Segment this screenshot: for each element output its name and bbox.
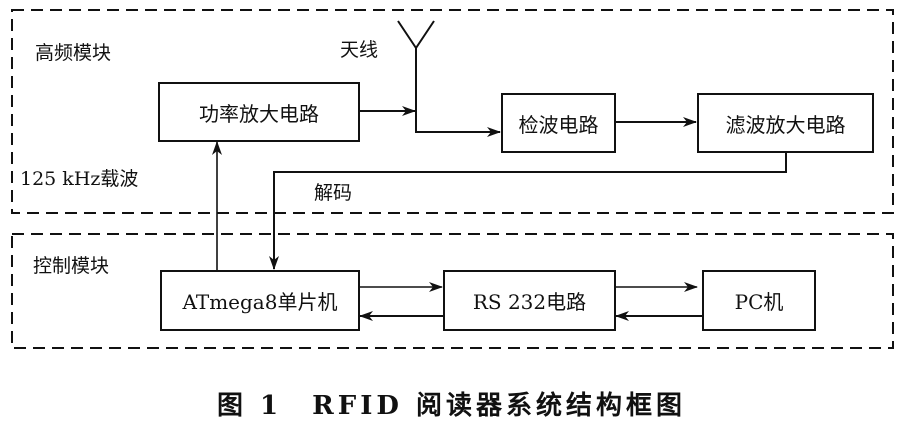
control-module-boundary	[11, 233, 894, 349]
power-amp-block: 功率放大电路	[158, 82, 360, 142]
figure-caption: 图 1 RFID 阅读器系统结构框图	[217, 391, 686, 421]
high-freq-module-label: 高频模块	[35, 42, 112, 64]
high-freq-module-boundary	[11, 9, 894, 214]
filter-amp-label: 滤波放大电路	[725, 112, 846, 137]
arrow-filteramp-to-mcu	[269, 152, 787, 270]
mcu-block: ATmega8单片机	[160, 270, 360, 331]
antenna-label: 天线	[340, 39, 379, 61]
rs232-label: RS 232电路	[472, 290, 587, 314]
carrier-label: 125 kHz载波	[20, 168, 139, 190]
pc-label: PC机	[734, 290, 784, 314]
detector-label: 检波电路	[518, 112, 599, 137]
decode-label: 解码	[314, 182, 353, 204]
power-amp-label: 功率放大电路	[199, 101, 319, 126]
filter-amp-block: 滤波放大电路	[697, 93, 874, 153]
detector-block: 检波电路	[501, 93, 616, 153]
control-module-label: 控制模块	[33, 255, 110, 277]
antenna-icon	[397, 20, 435, 133]
rs232-block: RS 232电路	[443, 270, 616, 331]
pc-block: PC机	[702, 270, 816, 331]
mcu-label: ATmega8单片机	[182, 290, 338, 314]
